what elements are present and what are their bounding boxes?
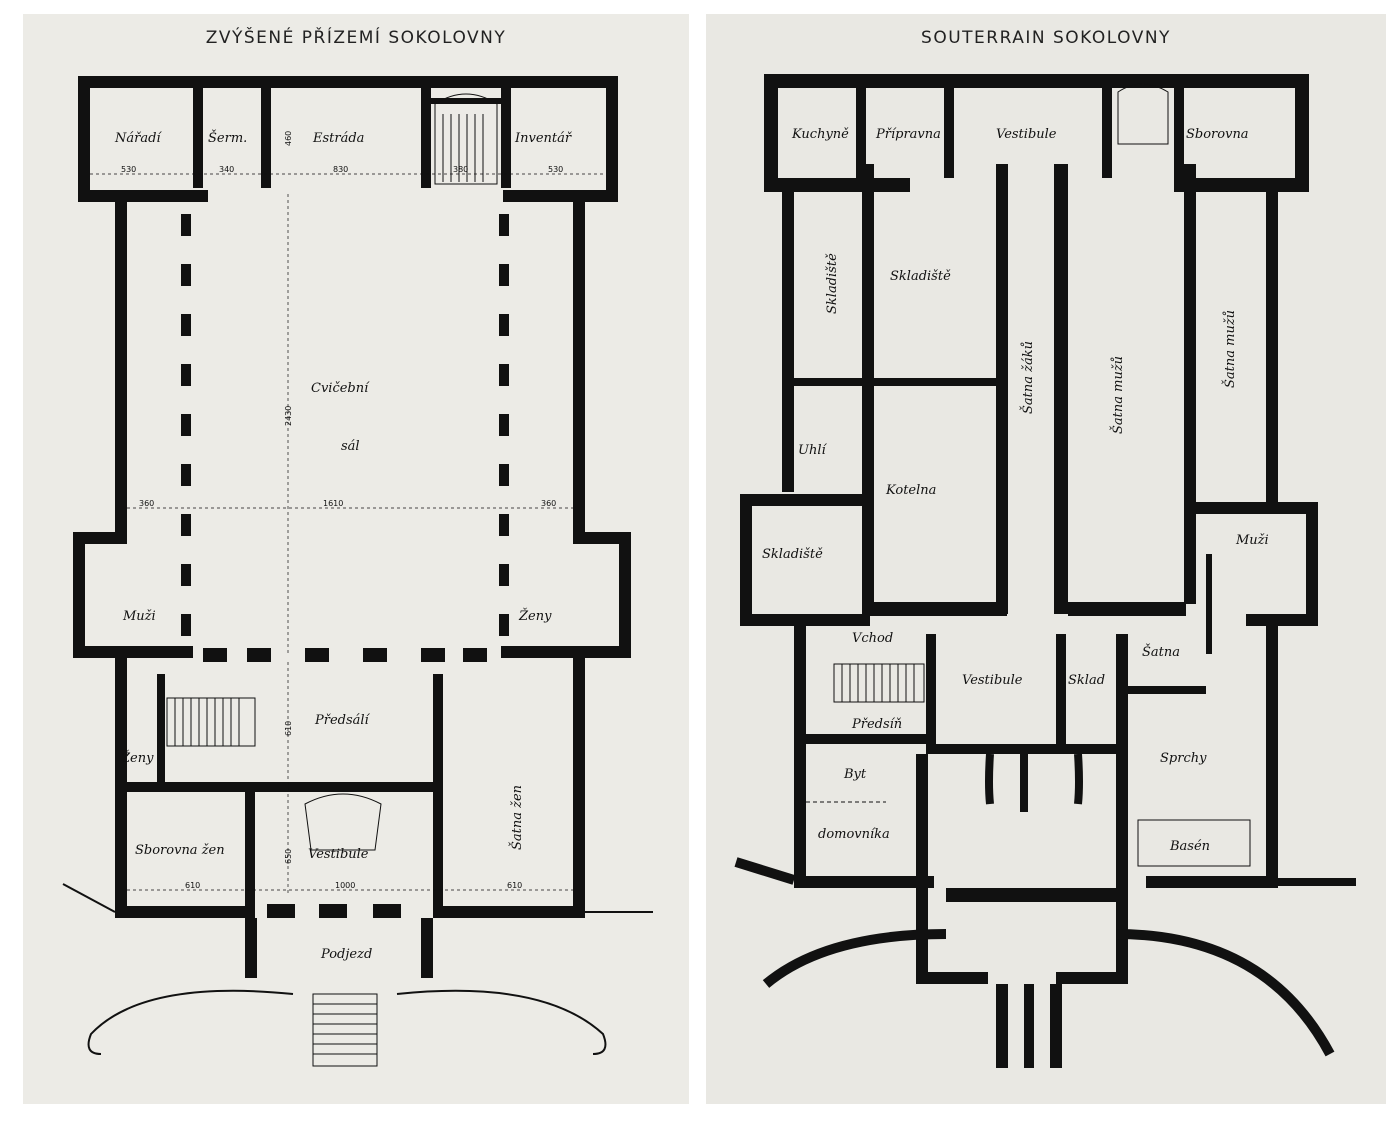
label-vestibule: Vestibule [962, 673, 1023, 688]
label-muzi: Muži [122, 609, 156, 624]
ground-floor-stairs [62, 93, 653, 1067]
label-podjezd: Podjezd [320, 947, 372, 962]
label-satna-zaku: Šatna žáků [1019, 341, 1036, 414]
dim-360-a: 360 [139, 499, 154, 508]
dim-830: 830 [333, 165, 348, 174]
label-vestibule-top: Vestibule [996, 127, 1057, 142]
label-naradi: Nářadí [114, 131, 162, 146]
dim-340: 340 [219, 165, 234, 174]
label-predsali: Předsálí [314, 713, 371, 728]
label-basen: Basén [1169, 839, 1210, 854]
label-kotelna: Kotelna [885, 483, 936, 498]
dim-610-b: 610 [507, 881, 522, 890]
label-sal: sál [341, 439, 360, 454]
label-estrada: Estráda [312, 131, 364, 146]
dim-1610: 1610 [323, 499, 343, 508]
dim-650: 650 [284, 849, 293, 864]
dim-610-v: 610 [284, 721, 293, 736]
label-zeny: Ženy [518, 608, 552, 624]
label-predsin: Předsíň [851, 717, 902, 732]
label-sprchy: Sprchy [1160, 751, 1207, 766]
label-vchod: Vchod [852, 631, 893, 646]
basement-walls [740, 74, 1318, 1068]
label-satna-zen: Šatna žen [508, 785, 525, 850]
dim-610-a: 610 [185, 881, 200, 890]
label-pripravna: Přípravna [875, 127, 941, 142]
label-kuchyne: Kuchyně [791, 127, 849, 142]
label-satna-muzu-a: Šatna mužů [1109, 356, 1126, 434]
label-serm: Šerm. [208, 129, 247, 146]
label-muzi: Muži [1235, 533, 1269, 548]
basement-plan-drawing: Kuchyně Přípravna Vestibule Sborovna Skl… [734, 74, 1356, 1068]
ground-floor-dimension-lines [90, 173, 606, 894]
label-sklad: Sklad [1068, 673, 1105, 688]
ground-floor-plan-sheet: ZVÝŠENÉ PŘÍZEMÍ SOKOLOVNY [23, 14, 689, 1104]
label-skladiste-b: Skladiště [890, 269, 951, 284]
label-vestibule: Vestibule [308, 847, 369, 862]
label-skladiste-c: Skladiště [762, 547, 823, 562]
label-zeny-small: Ženy [120, 750, 154, 766]
basement-plan-title: SOUTERRAIN SOKOLOVNY [921, 28, 1171, 48]
ground-floor-plan-title: ZVÝŠENÉ PŘÍZEMÍ SOKOLOVNY [205, 28, 507, 48]
label-sborovna-zen: Sborovna žen [135, 843, 225, 858]
dim-530-b: 530 [548, 165, 563, 174]
basement-lines [734, 83, 1356, 1057]
dim-360-b: 360 [541, 499, 556, 508]
label-skladiste-a: Skladiště [825, 253, 840, 314]
label-uhli: Uhlí [798, 443, 827, 458]
dim-380: 380 [453, 165, 468, 174]
ground-floor-walls [73, 76, 631, 978]
label-sborovna: Sborovna [1186, 127, 1249, 142]
basement-plan-sheet: SOUTERRAIN SOKOLOVNY [706, 14, 1386, 1104]
label-byt: Byt [843, 767, 867, 782]
ground-floor-plan-drawing: Nářadí Šerm. Estráda Inventář Cvičební s… [62, 76, 653, 1067]
dim-460: 460 [284, 131, 293, 146]
dim-2430: 2430 [284, 406, 293, 426]
label-cvicebni: Cvičební [311, 381, 370, 396]
label-satna-muzu-b: Šatna mužů [1221, 310, 1238, 388]
dim-530-a: 530 [121, 165, 136, 174]
label-domovnika: domovníka [818, 827, 890, 842]
label-inventar: Inventář [514, 131, 573, 146]
dim-1000: 1000 [335, 881, 355, 890]
label-satna: Šatna [1142, 643, 1180, 660]
